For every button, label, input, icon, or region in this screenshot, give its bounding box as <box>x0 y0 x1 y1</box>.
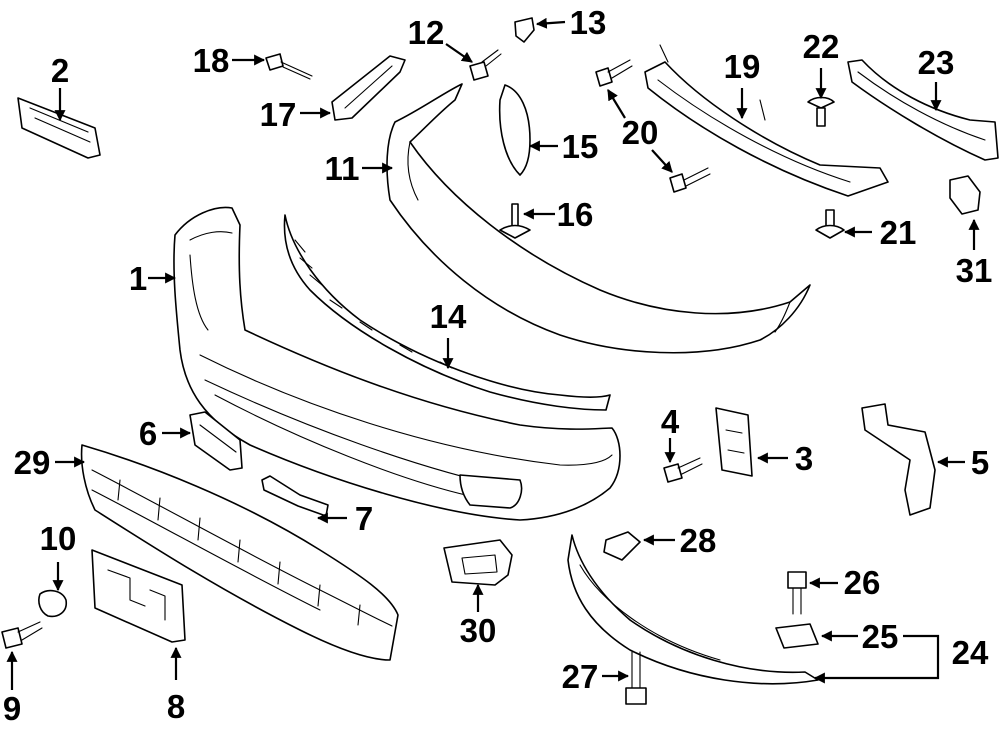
callout-7: 7 <box>355 500 373 537</box>
part-10-nut <box>38 589 68 618</box>
callout-29: 29 <box>14 444 51 481</box>
callout-1: 1 <box>129 260 147 297</box>
part-9-bolt <box>1 621 43 649</box>
part-26-bolt <box>787 571 807 615</box>
part-6-bracket <box>189 411 243 471</box>
callout-8: 8 <box>167 688 185 725</box>
part-11-bumper-cover-upper <box>386 83 811 354</box>
callout-17: 17 <box>260 96 297 133</box>
leader-12 <box>445 43 473 63</box>
part-19-reinforcement <box>644 44 889 197</box>
part-8-license-bracket <box>91 549 186 643</box>
callout-6: 6 <box>139 415 157 452</box>
callout-2: 2 <box>51 52 69 89</box>
callout-14: 14 <box>430 298 467 335</box>
callout-26: 26 <box>844 564 881 601</box>
callout-31: 31 <box>956 252 993 289</box>
leader-24-bracket <box>813 634 940 684</box>
part-15-bracket <box>498 84 531 176</box>
part-20-bolt <box>595 59 711 193</box>
callout-28: 28 <box>680 522 717 559</box>
leader-20-a <box>607 89 626 119</box>
part-7-bracket <box>261 475 329 517</box>
callout-22: 22 <box>803 28 840 65</box>
callout-30: 30 <box>460 612 497 649</box>
callout-13: 13 <box>570 4 607 41</box>
part-1-front-bumper <box>173 206 621 521</box>
callout-25: 25 <box>862 618 899 655</box>
callout-23: 23 <box>918 44 955 81</box>
leader-20-b <box>651 149 673 173</box>
part-13-clip <box>514 17 535 43</box>
callout-18: 18 <box>193 42 230 79</box>
callout-19: 19 <box>724 48 761 85</box>
callout-9: 9 <box>3 690 21 727</box>
part-27-bolt <box>625 651 647 705</box>
part-14-upper-strip <box>283 214 611 411</box>
callout-12: 12 <box>408 14 445 51</box>
part-12-bolt <box>469 49 502 81</box>
callout-21: 21 <box>880 214 917 251</box>
callout-16: 16 <box>557 196 594 233</box>
part-5-bracket <box>861 403 936 516</box>
callout-labels: 1 2 3 4 5 6 7 8 9 10 11 12 13 14 15 16 1… <box>3 4 993 727</box>
part-4-bolt <box>663 457 703 483</box>
callout-15: 15 <box>562 128 599 165</box>
part-21-clip <box>815 209 845 239</box>
part-17-trim <box>331 55 406 121</box>
callout-5: 5 <box>971 444 989 481</box>
part-18-bolt <box>265 53 313 80</box>
part-31-bracket <box>949 175 981 215</box>
callout-10: 10 <box>40 520 77 557</box>
leader-13 <box>535 17 566 29</box>
callout-24: 24 <box>952 634 989 671</box>
part-25-gasket <box>775 623 819 649</box>
part-23-bracket <box>847 59 999 161</box>
part-28-bracket <box>603 531 641 561</box>
part-22-clip <box>807 96 835 127</box>
callout-4: 4 <box>661 403 680 440</box>
callout-20: 20 <box>622 114 659 151</box>
parts-illustration <box>1 17 999 705</box>
part-29-lower-grille <box>80 444 399 661</box>
part-30-fog-bezel <box>443 539 513 586</box>
leader-lines <box>6 17 980 690</box>
callout-11: 11 <box>325 150 360 187</box>
callout-27: 27 <box>562 658 599 695</box>
part-3-plate <box>715 407 753 477</box>
part-16-pin <box>499 203 531 239</box>
callout-3: 3 <box>795 440 813 477</box>
